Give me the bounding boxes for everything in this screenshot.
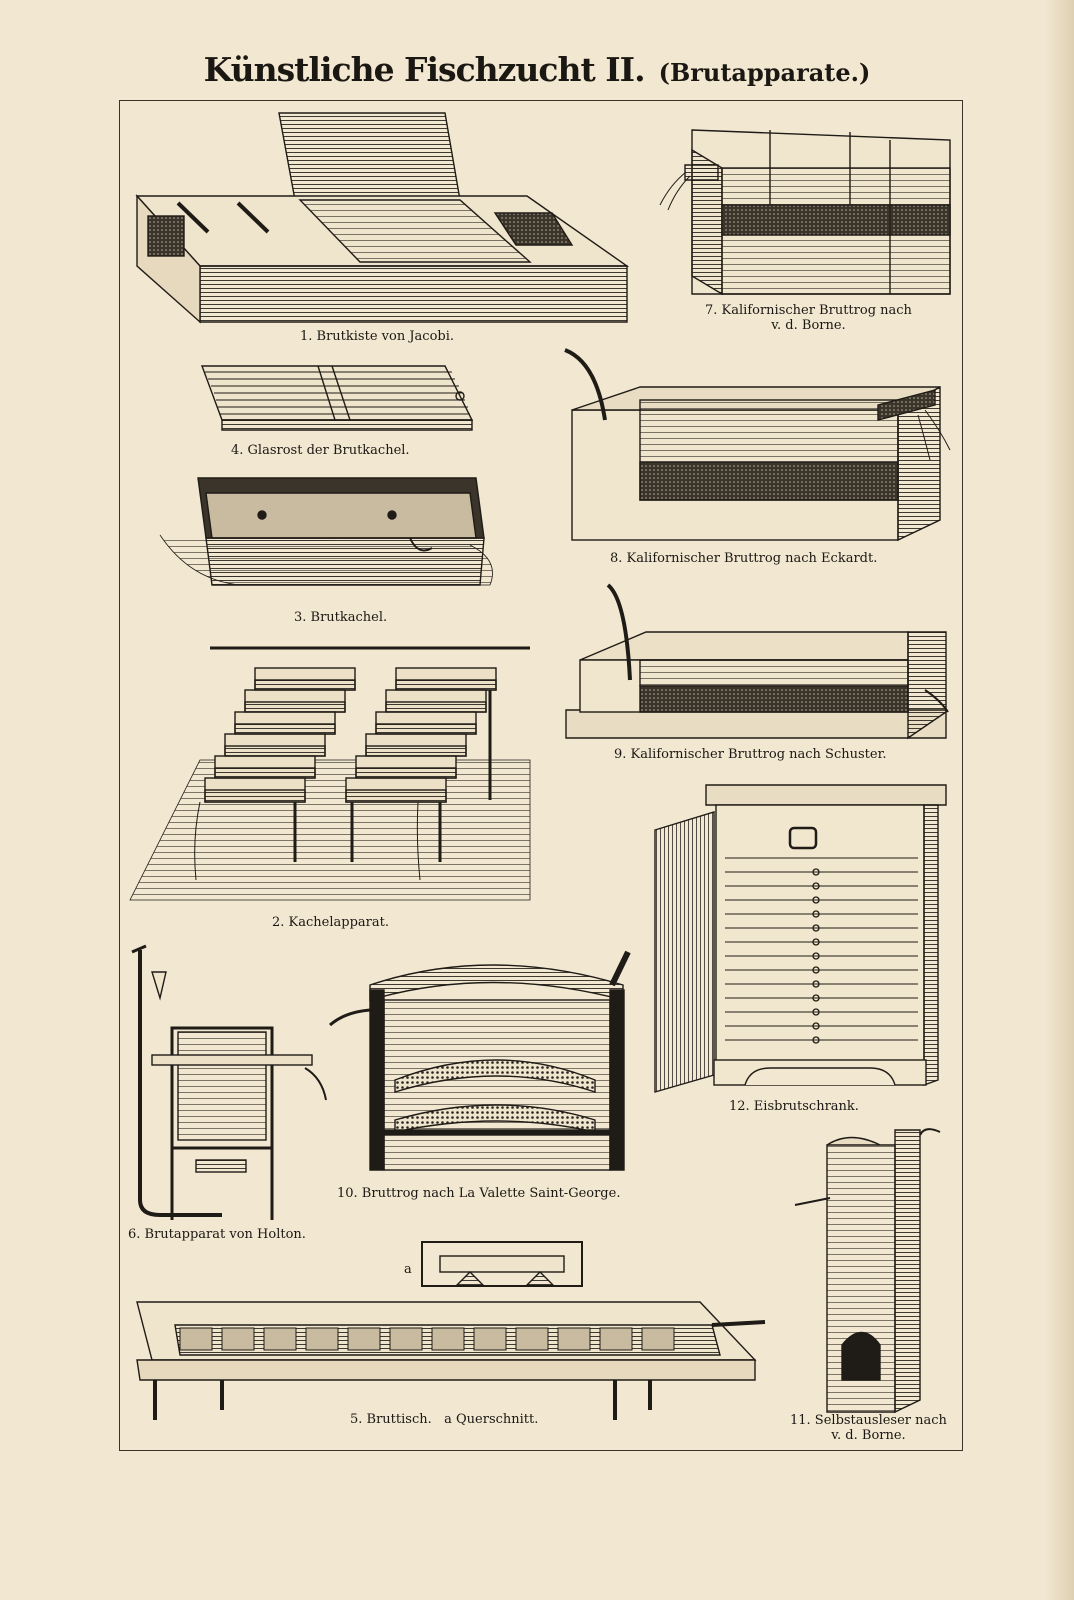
caption-fig-6: 6. Brutapparat von Holton. <box>128 1227 306 1242</box>
caption-fig-11-line2: v. d. Borne. <box>831 1428 906 1443</box>
caption-fig-1: 1. Brutkiste von Jacobi. <box>300 329 455 344</box>
fig-8-kalifornischer-bruttrog-eckardt <box>564 348 951 542</box>
fig-9-kalifornischer-bruttrog-schuster <box>565 583 949 740</box>
fig-12-eisbrutschrank <box>654 784 947 1093</box>
caption-fig-2: 2. Kachelapparat. <box>272 915 389 930</box>
fig-5-bruttisch <box>136 1301 766 1420</box>
title-sub: (Brutapparate.) <box>658 58 871 87</box>
caption-fig-8: 8. Kalifornischer Bruttrog nach Eckardt. <box>610 551 878 566</box>
caption-fig-11: 11. Selbstausleser nach v. d. Borne. <box>790 1413 947 1443</box>
caption-fig-4: 4. Glasrost der Brutkachel. <box>231 443 410 458</box>
caption-fig-5: 5. Bruttisch. a Querschnitt. <box>350 1412 539 1427</box>
fig-5a-letter: a <box>404 1262 412 1277</box>
caption-fig-7: 7. Kalifornischer Bruttrog nach v. d. Bo… <box>705 303 912 333</box>
fig-10-bruttrog-la-valette <box>329 950 631 1171</box>
caption-fig-11-line1: 11. Selbstausleser nach <box>790 1413 947 1428</box>
plate-frame <box>119 100 963 1451</box>
fig-3-brutkachel <box>159 477 493 586</box>
fig-2-kachelapparat <box>129 646 531 901</box>
caption-fig-7-line1: 7. Kalifornischer Bruttrog nach <box>705 303 912 318</box>
caption-fig-3: 3. Brutkachel. <box>294 610 388 625</box>
fig-7-kalifornischer-bruttrog-borne <box>659 129 951 296</box>
fig-1-brutkiste <box>135 112 630 324</box>
caption-fig-10: 10. Bruttrog nach La Valette Saint-Georg… <box>337 1186 621 1201</box>
caption-fig-12: 12. Eisbrutschrank. <box>729 1099 859 1114</box>
fig-5a-querschnitt <box>421 1241 583 1287</box>
caption-fig-7-line2: v. d. Borne. <box>771 318 846 333</box>
fig-6-brutapparat-holton <box>131 944 327 1220</box>
fig-11-selbstausleser <box>794 1128 941 1414</box>
plate-title: Künstliche Fischzucht II. (Brutapparate.) <box>0 50 1074 89</box>
fig-4-glasrost <box>200 365 474 431</box>
title-main: Künstliche Fischzucht II. <box>203 50 646 89</box>
caption-fig-9: 9. Kalifornischer Bruttrog nach Schuster… <box>614 747 887 762</box>
